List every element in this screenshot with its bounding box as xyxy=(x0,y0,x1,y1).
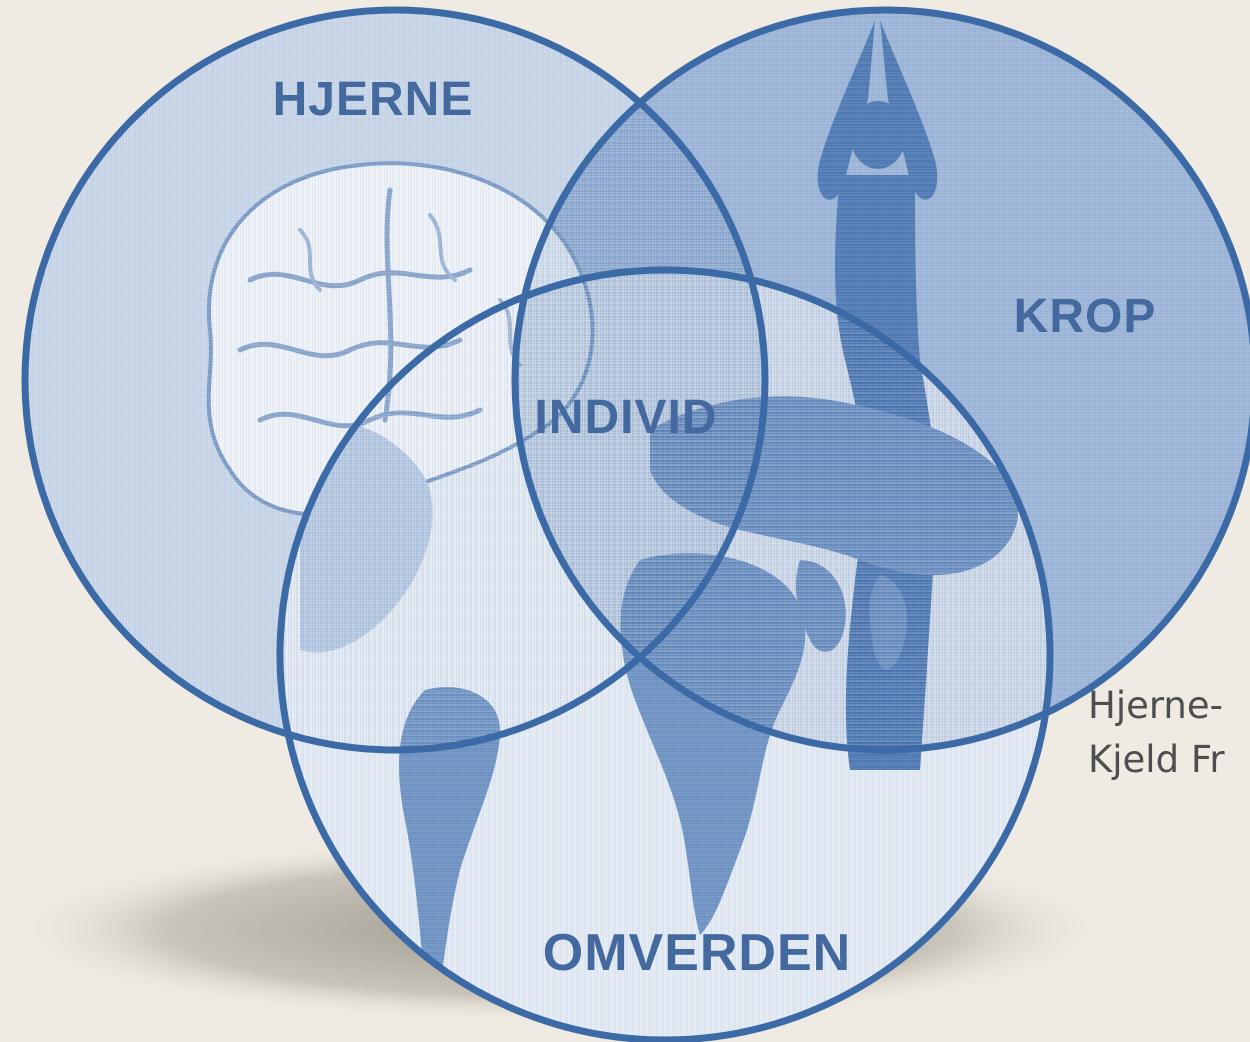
label-krop: KROP xyxy=(1014,290,1157,343)
label-individ: INDIVID xyxy=(534,391,717,444)
label-omverden: OMVERDEN xyxy=(543,924,851,982)
label-hjerne: HJERNE xyxy=(273,73,474,126)
caption-line-2: Kjeld Fr xyxy=(1088,738,1225,781)
circle-omverden-outline xyxy=(276,266,1054,1042)
caption-line-1: Hjerne- xyxy=(1088,684,1223,727)
circle-hjerne-outline xyxy=(21,6,769,754)
circle-krop-outline xyxy=(511,6,1250,754)
